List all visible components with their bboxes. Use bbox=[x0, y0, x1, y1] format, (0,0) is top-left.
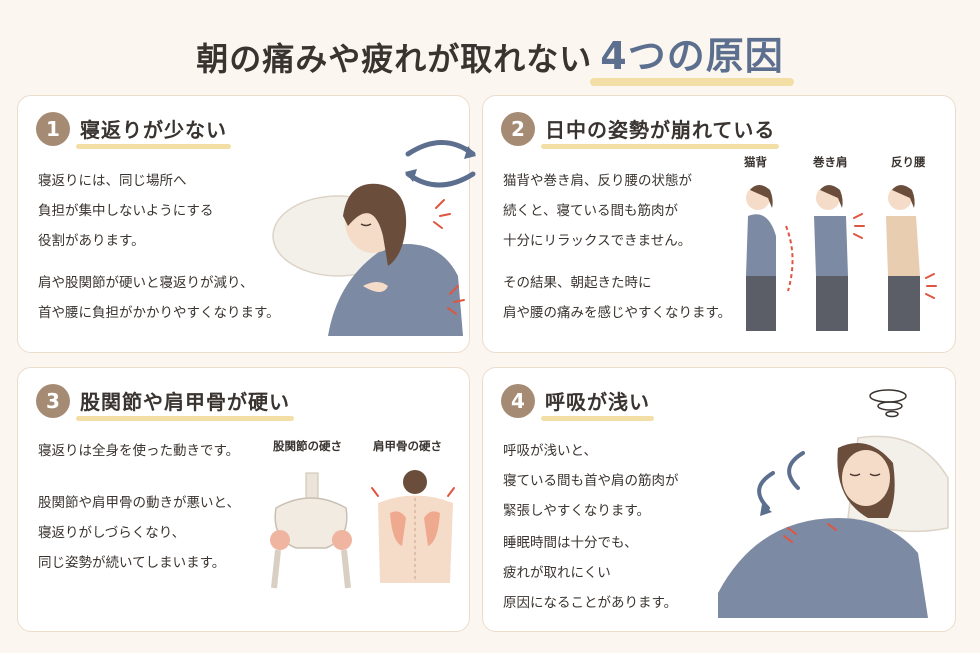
text-line: 呼吸が浅いと、 bbox=[503, 443, 597, 459]
title-main: 朝の痛みや疲れが取れない bbox=[196, 40, 593, 78]
card-heading: 股関節や肩甲骨が硬い bbox=[80, 390, 290, 414]
card-1-rolling-over: 1 寝返りが少ない 寝返りには、同じ場所へ 負担が集中しないようにする 役割があ… bbox=[17, 95, 476, 353]
breath-arrow-icon bbox=[757, 451, 805, 516]
text-line: 肩や股関節が硬いと寝返りが減り、 bbox=[38, 275, 254, 291]
card-text-block-1: 寝返りには、同じ場所へ 負担が集中しないようにする 役割があります。 bbox=[38, 166, 213, 256]
text-line: 十分にリラックスできません。 bbox=[503, 233, 692, 249]
card-text-block-1: 猫背や巻き肩、反り腰の状態が 続くと、寝ている間も筋肉が 十分にリラックスできま… bbox=[503, 166, 692, 256]
text-line: 睡眠時間は十分でも、 bbox=[503, 535, 638, 551]
card-3-stiff-joints: 3 股関節や肩甲骨が硬い 寝返りは全身を使った動きです。 股関節や肩甲骨の動きが… bbox=[17, 367, 470, 632]
stress-swirl-icon bbox=[869, 389, 907, 418]
figure-rounded-back bbox=[746, 185, 794, 331]
sleeping-back-illustration bbox=[718, 389, 949, 618]
text-line: 肩や腰の痛みを感じやすくなります。 bbox=[503, 305, 732, 321]
text-line: その結果、朝起きた時に bbox=[503, 275, 652, 291]
card-text-block-2: その結果、朝起きた時に 肩や腰の痛みを感じやすくなります。 bbox=[503, 268, 731, 328]
card-text-block-1: 寝返りは全身を使った動きです。 bbox=[38, 436, 239, 466]
text-line: 寝ている間も首や肩の筋肉が bbox=[503, 473, 679, 489]
text-line: 同じ姿勢が続いてしまいます。 bbox=[38, 555, 226, 571]
card-heading-wrap: 寝返りが少ない bbox=[76, 114, 231, 149]
card-text-block-2: 肩や股関節が硬いと寝返りが減り、 首や腰に負担がかかりやすくなります。 bbox=[38, 268, 280, 328]
label-swayback: 反り腰 bbox=[891, 155, 926, 169]
label-rounded-back: 猫背 bbox=[744, 155, 767, 169]
text-line: 役割があります。 bbox=[38, 233, 145, 249]
figure-rounded-shoulders bbox=[814, 185, 865, 331]
text-line: 寝返りには、同じ場所へ bbox=[38, 173, 187, 189]
card-heading: 寝返りが少ない bbox=[80, 118, 227, 142]
text-line: 続くと、寝ている間も筋肉が bbox=[503, 203, 678, 219]
card-heading-wrap: 呼吸が浅い bbox=[541, 386, 654, 421]
card-heading-wrap: 股関節や肩甲骨が硬い bbox=[76, 386, 294, 421]
text-line: 猫背や巻き肩、反り腰の状態が bbox=[503, 173, 692, 189]
label-scapula-stiffness: 肩甲骨の硬さ bbox=[373, 439, 442, 453]
text-line: 股関節や肩甲骨の動きが悪いと、 bbox=[38, 495, 240, 511]
card-number-badge: 3 bbox=[36, 384, 70, 418]
text-line: 疲れが取れにくい bbox=[503, 565, 611, 581]
heading-underline bbox=[541, 416, 654, 421]
card-text-block-1: 呼吸が浅いと、 寝ている間も首や肩の筋肉が 緊張しやすくなります。 bbox=[503, 436, 679, 526]
text-line: 寝返りがしづらくなり、 bbox=[38, 525, 186, 541]
heading-underline bbox=[76, 144, 231, 149]
text-line: 首や腰に負担がかかりやすくなります。 bbox=[38, 305, 280, 321]
label-hip-stiffness: 股関節の硬さ bbox=[273, 439, 342, 453]
text-line: 原因になることがあります。 bbox=[503, 595, 678, 611]
rotate-arrows-icon bbox=[405, 140, 476, 188]
label-rounded-shoulders: 巻き肩 bbox=[813, 155, 848, 169]
card-heading: 日中の姿勢が崩れている bbox=[545, 118, 776, 142]
title-accent: 4つの原因 bbox=[600, 34, 784, 78]
card-number-badge: 4 bbox=[501, 384, 535, 418]
title-underline bbox=[590, 78, 794, 86]
card-number-badge: 2 bbox=[501, 112, 535, 146]
text-line: 寝返りは全身を使った動きです。 bbox=[38, 443, 240, 459]
figure-swayback bbox=[886, 185, 937, 331]
card-number-badge: 1 bbox=[36, 112, 70, 146]
posture-figures-illustration bbox=[746, 185, 937, 331]
heading-underline bbox=[76, 416, 294, 421]
card-text-block-2: 睡眠時間は十分でも、 疲れが取れにくい 原因になることがあります。 bbox=[503, 528, 677, 618]
card-heading: 呼吸が浅い bbox=[545, 390, 650, 414]
text-line: 緊張しやすくなります。 bbox=[503, 503, 651, 519]
text-line: 負担が集中しないようにする bbox=[38, 203, 214, 219]
back-scapula-illustration bbox=[371, 470, 455, 583]
card-text-block-2: 股関節や肩甲骨の動きが悪いと、 寝返りがしづらくなり、 同じ姿勢が続いてしまいま… bbox=[38, 488, 240, 578]
sleeping-side-illustration bbox=[272, 140, 476, 336]
pain-mark-icon bbox=[433, 199, 465, 315]
page-title: 朝の痛みや疲れが取れない 4つの原因 bbox=[0, 20, 980, 86]
title-accent-wrap: 4つの原因 bbox=[590, 25, 794, 86]
card-2-posture: 2 日中の姿勢が崩れている 猫背や巻き肩、反り腰の状態が 続くと、寝ている間も筋… bbox=[482, 95, 956, 353]
pelvis-illustration bbox=[270, 472, 352, 589]
card-heading-wrap: 日中の姿勢が崩れている bbox=[541, 114, 780, 149]
pain-mark-icon bbox=[783, 523, 837, 543]
card-4-shallow-breathing: 4 呼吸が浅い 呼吸が浅いと、 寝ている間も首や肩の筋肉が 緊張しやすくなります… bbox=[482, 367, 956, 632]
heading-underline bbox=[541, 144, 780, 149]
